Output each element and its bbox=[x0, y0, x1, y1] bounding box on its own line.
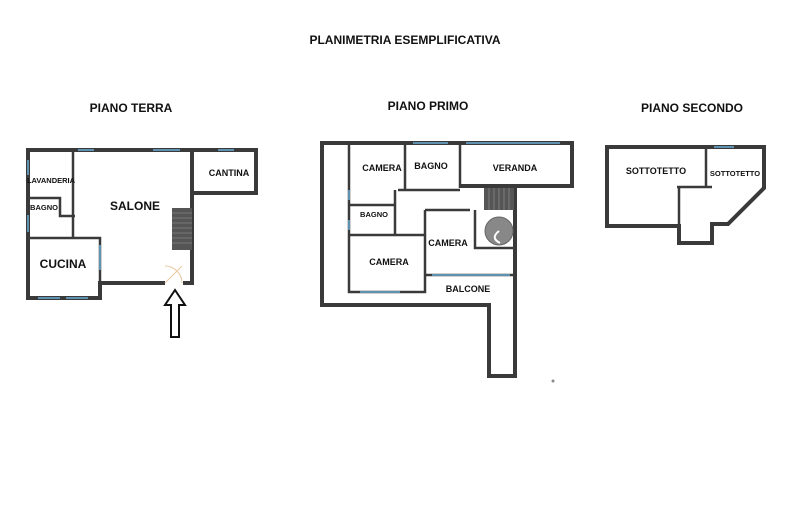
staircase-icon bbox=[172, 208, 192, 250]
secondo-outer-wall bbox=[605, 145, 766, 245]
diagram-title: PLANIMETRIA ESEMPLIFICATIVA bbox=[309, 33, 500, 47]
room-label: BAGNO bbox=[414, 161, 448, 171]
room-label: SALONE bbox=[110, 199, 160, 213]
room-label: SOTTOTETTO bbox=[626, 166, 686, 176]
entrance-door bbox=[164, 265, 183, 284]
room-label: VERANDA bbox=[493, 163, 538, 173]
room-label: CAMERA bbox=[369, 257, 409, 267]
spiral-staircase-icon bbox=[484, 216, 514, 246]
room-label: CANTINA bbox=[209, 168, 250, 178]
primo-inner-walls bbox=[347, 143, 515, 294]
room-label: LAVANDERIA bbox=[27, 176, 76, 185]
room-label: BAGNO bbox=[360, 210, 388, 219]
piano-terra-plan: PIANO TERRA LAVANDERIA BAGNO SALONE CANT… bbox=[26, 101, 258, 338]
terra-windows bbox=[27, 149, 234, 299]
room-label: CAMERA bbox=[362, 163, 402, 173]
room-label: BALCONE bbox=[446, 284, 491, 294]
piano-secondo-plan: PIANO SECONDO SOTTOTETTO SOTTOTETTO bbox=[605, 101, 766, 245]
room-label: BAGNO bbox=[30, 203, 58, 212]
floor-label-terra: PIANO TERRA bbox=[90, 101, 173, 115]
entrance-arrow-icon bbox=[163, 288, 187, 338]
room-label: CUCINA bbox=[40, 257, 87, 271]
floor-label-primo: PIANO PRIMO bbox=[388, 99, 469, 113]
piano-primo-plan: PIANO PRIMO CAMERA BAGNO VERANDA BAGNO C… bbox=[320, 99, 574, 383]
room-label: SOTTOTETTO bbox=[710, 169, 760, 178]
terra-outer-wall bbox=[26, 148, 194, 300]
secondo-inner-walls bbox=[677, 147, 712, 226]
staircase-icon bbox=[484, 188, 514, 210]
marker-dot bbox=[551, 379, 555, 383]
primo-outer-wall bbox=[320, 141, 517, 378]
room-label: CAMERA bbox=[428, 238, 468, 248]
primo-windows bbox=[348, 142, 560, 293]
floor-label-secondo: PIANO SECONDO bbox=[641, 101, 743, 115]
